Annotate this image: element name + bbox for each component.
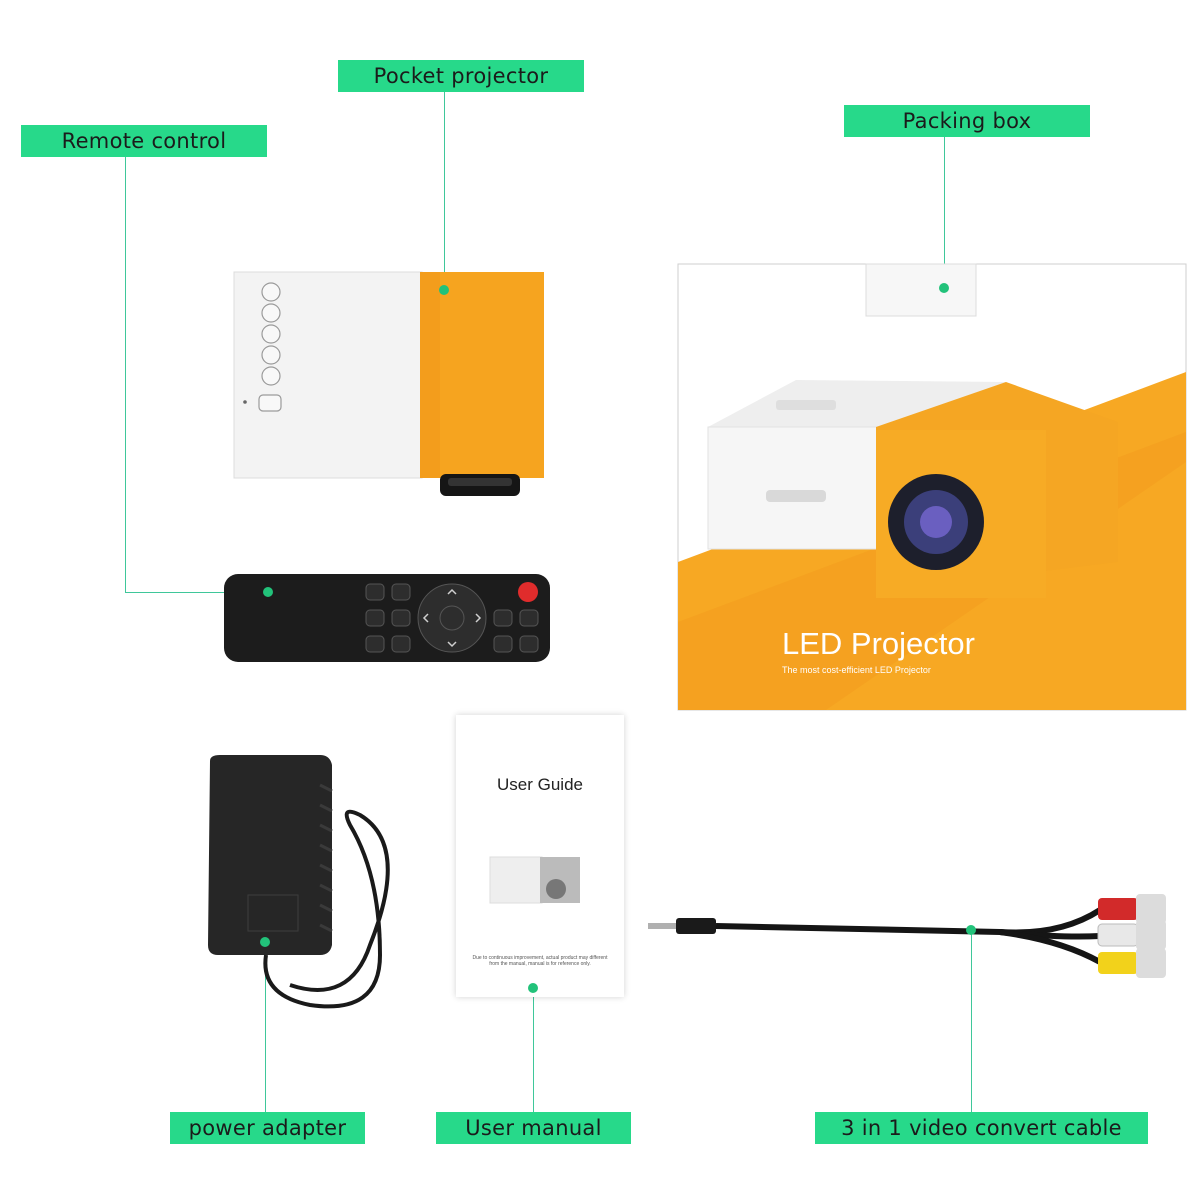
label-video-cable: 3 in 1 video convert cable (815, 1112, 1148, 1144)
leader-remote-control (125, 157, 126, 592)
leader-pocket-projector (444, 92, 445, 290)
marker-pocket-projector (439, 285, 449, 295)
leader-packing-box (944, 137, 945, 287)
box-subtitle: The most cost-efficient LED Projector (782, 665, 931, 675)
label-packing-box: Packing box (844, 105, 1090, 137)
leader-video-cable (971, 930, 972, 1112)
video-convert-cable (648, 894, 1166, 978)
leader-user-manual (533, 988, 534, 1112)
label-remote-control: Remote control (21, 125, 267, 157)
box-title: LED Projector (782, 626, 975, 661)
packing-box (677, 263, 1187, 711)
label-pocket-projector: Pocket projector (338, 60, 584, 92)
user-manual: User Guide Due to continuous improvement… (456, 715, 624, 997)
label-user-manual: User manual (436, 1112, 631, 1144)
leader-power-adapter (265, 942, 266, 1112)
marker-video-cable (966, 925, 976, 935)
pocket-projector (233, 271, 544, 496)
manual-note: Due to continuous improvement, actual pr… (472, 955, 608, 967)
power-adapter (208, 755, 390, 1009)
remote-control (224, 574, 550, 662)
manual-title: User Guide (497, 775, 583, 794)
label-power-adapter: power adapter (170, 1112, 365, 1144)
manual-projector-image (489, 856, 580, 904)
leader-remote-control-h (125, 592, 268, 593)
marker-power-adapter (260, 937, 270, 947)
marker-user-manual (528, 983, 538, 993)
marker-remote-control (263, 587, 273, 597)
marker-packing-box (939, 283, 949, 293)
